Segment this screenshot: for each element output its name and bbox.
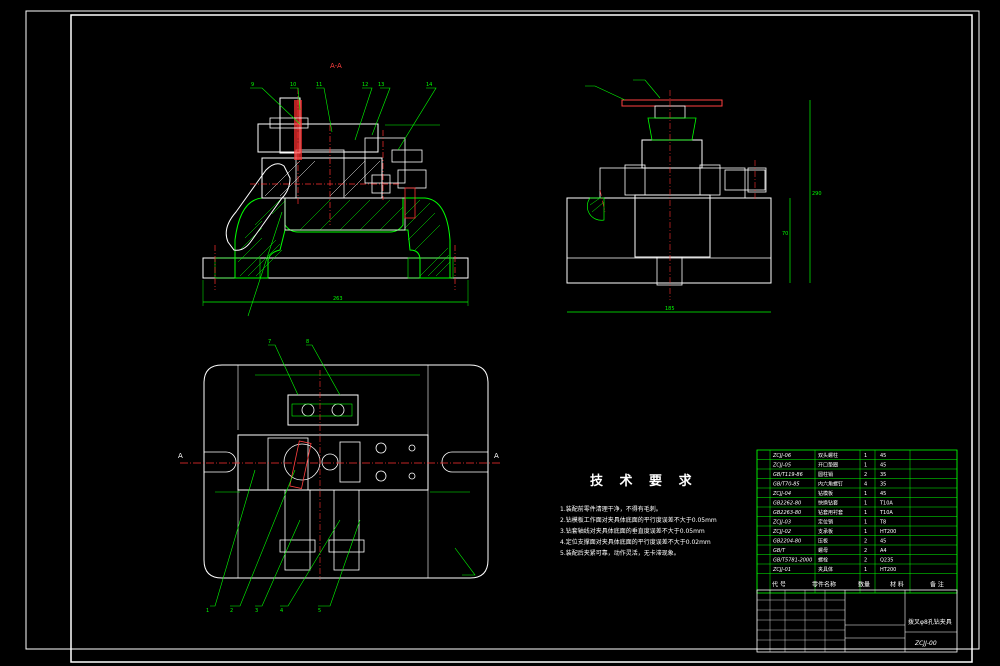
leader-10: 10 (290, 82, 296, 88)
outer-border (25, 10, 980, 650)
bom-name: 支承板 (818, 528, 833, 535)
bom-material: T10A (879, 501, 893, 507)
bom-material: A4 (880, 548, 887, 554)
bom-qty: 1 (864, 567, 867, 573)
leader-12: 12 (362, 82, 368, 88)
leader-8: 8 (306, 339, 309, 345)
bom-code: ZCJJ-02 (772, 529, 791, 535)
cut-label-left: A (178, 452, 183, 460)
leader-13: 13 (378, 82, 384, 88)
side-height2-dim: 70 (782, 231, 788, 237)
tech-item-4: 4.定位支撑面对夹具体底面的平行度误差不大于0.02mm (560, 539, 711, 546)
bom-qty: 1 (864, 520, 867, 526)
tech-item-1: 1.装配前零件清理干净，不得有毛刺。 (560, 506, 662, 513)
bom-qty: 1 (864, 463, 867, 469)
bom-code: GB2262-80 (773, 501, 801, 507)
front-width-dim: 263 (333, 296, 343, 302)
bom-name: 快换钻套 (818, 500, 838, 507)
leader-9: 9 (251, 82, 254, 88)
bom-qty: 2 (864, 558, 867, 564)
bom-header: 备 注 (930, 581, 944, 589)
top-view: A A 1 2 3 4 5 7 8 (178, 339, 500, 614)
bom-material: 45 (880, 453, 886, 459)
bom-code: ZCJJ-01 (772, 567, 791, 573)
bom-name: 钻模板 (818, 490, 833, 497)
bom-code: GB/T5781-2000 (773, 558, 812, 564)
bom-code: ZCJJ-06 (772, 453, 791, 459)
bom-header: 数量 (858, 581, 870, 589)
bom-name: 螺栓 (818, 557, 828, 564)
tech-requirements-title: 技 术 要 求 (590, 474, 698, 489)
bom-header: 材 料 (890, 581, 904, 589)
bom-header: 零件名称 (812, 581, 836, 589)
bom-code: GB/T70-85 (773, 482, 800, 488)
bom-qty: 1 (864, 491, 867, 497)
bom-name: 定位销 (818, 519, 833, 526)
front-section-view: A-A (202, 62, 469, 317)
leader-4: 4 (280, 608, 283, 614)
bom-name: 圆柱销 (818, 471, 833, 478)
bom-code: GB/T119-86 (773, 472, 803, 478)
leader-5: 5 (318, 608, 321, 614)
leader-2: 2 (230, 608, 233, 614)
bom-name: 内六角螺钉 (818, 481, 843, 488)
bom-code: ZCJJ-03 (772, 520, 791, 526)
bom-material: 35 (880, 482, 886, 488)
tech-item-2: 2.钻模板工作面对夹具体底面的平行度误差不大于0.05mm (560, 517, 717, 524)
bom-material: 45 (880, 491, 886, 497)
bom-code: GB2204-80 (773, 539, 801, 545)
bom-qty: 2 (864, 539, 867, 545)
bom-code: GB2263-80 (773, 510, 801, 516)
bom-qty: 1 (864, 453, 867, 459)
bom-code: ZCJJ-04 (772, 491, 791, 497)
bom-material: Q235 (880, 558, 893, 564)
side-height-dim: 290 (812, 191, 822, 197)
leader-1: 1 (206, 608, 209, 614)
bom-material: HT200 (880, 529, 896, 535)
bom-name: 螺母 (818, 547, 828, 554)
inner-border (70, 14, 973, 663)
leader-3: 3 (255, 608, 258, 614)
bom-name: 夹具体 (818, 566, 833, 573)
bom-qty: 2 (864, 548, 867, 554)
bom-material: 35 (880, 472, 886, 478)
bom-name: 钻套用衬套 (818, 509, 843, 516)
section-label: A-A (330, 62, 342, 70)
leader-7: 7 (268, 339, 271, 345)
bom-header: 代 号 (772, 581, 786, 589)
bom-material: T8 (879, 520, 886, 526)
tech-item-5: 5.装配后夹紧可靠，动作灵活，无卡滞现象。 (560, 550, 680, 557)
side-view: 185 290 70 (566, 79, 822, 313)
bom-name: 开口垫圈 (818, 462, 838, 469)
bom-code: GB/T (773, 548, 786, 554)
bom-qty: 4 (864, 482, 867, 488)
bom-qty: 1 (864, 510, 867, 516)
bom-name: 压板 (818, 538, 828, 545)
bom-code: ZCJJ-05 (772, 463, 791, 469)
cut-label-right: A (494, 452, 499, 460)
bom-qty: 2 (864, 472, 867, 478)
drawing-name: 拨叉φ8孔钻夹具 (908, 618, 952, 626)
title-block: 拨叉φ8孔钻夹具 ZCJJ-00 (756, 589, 958, 653)
tech-item-3: 3.钻套轴线对夹具体底面的垂直度误差不大于0.05mm (560, 528, 705, 535)
bom-qty: 1 (864, 529, 867, 535)
bom-material: 45 (880, 539, 886, 545)
bom-qty: 1 (864, 501, 867, 507)
drawing-no: ZCJJ-00 (914, 640, 937, 647)
side-width-dim: 185 (665, 306, 675, 312)
leader-11: 11 (316, 82, 322, 88)
bom-material: T10A (879, 510, 893, 516)
bom-material: HT200 (880, 567, 896, 573)
leader-14: 14 (426, 82, 432, 88)
bom-material: 45 (880, 463, 886, 469)
tech-requirements: 技 术 要 求 1.装配前零件清理干净，不得有毛刺。 2.钻模板工作面对夹具体底… (560, 474, 717, 559)
bom-name: 双头螺柱 (818, 452, 838, 459)
